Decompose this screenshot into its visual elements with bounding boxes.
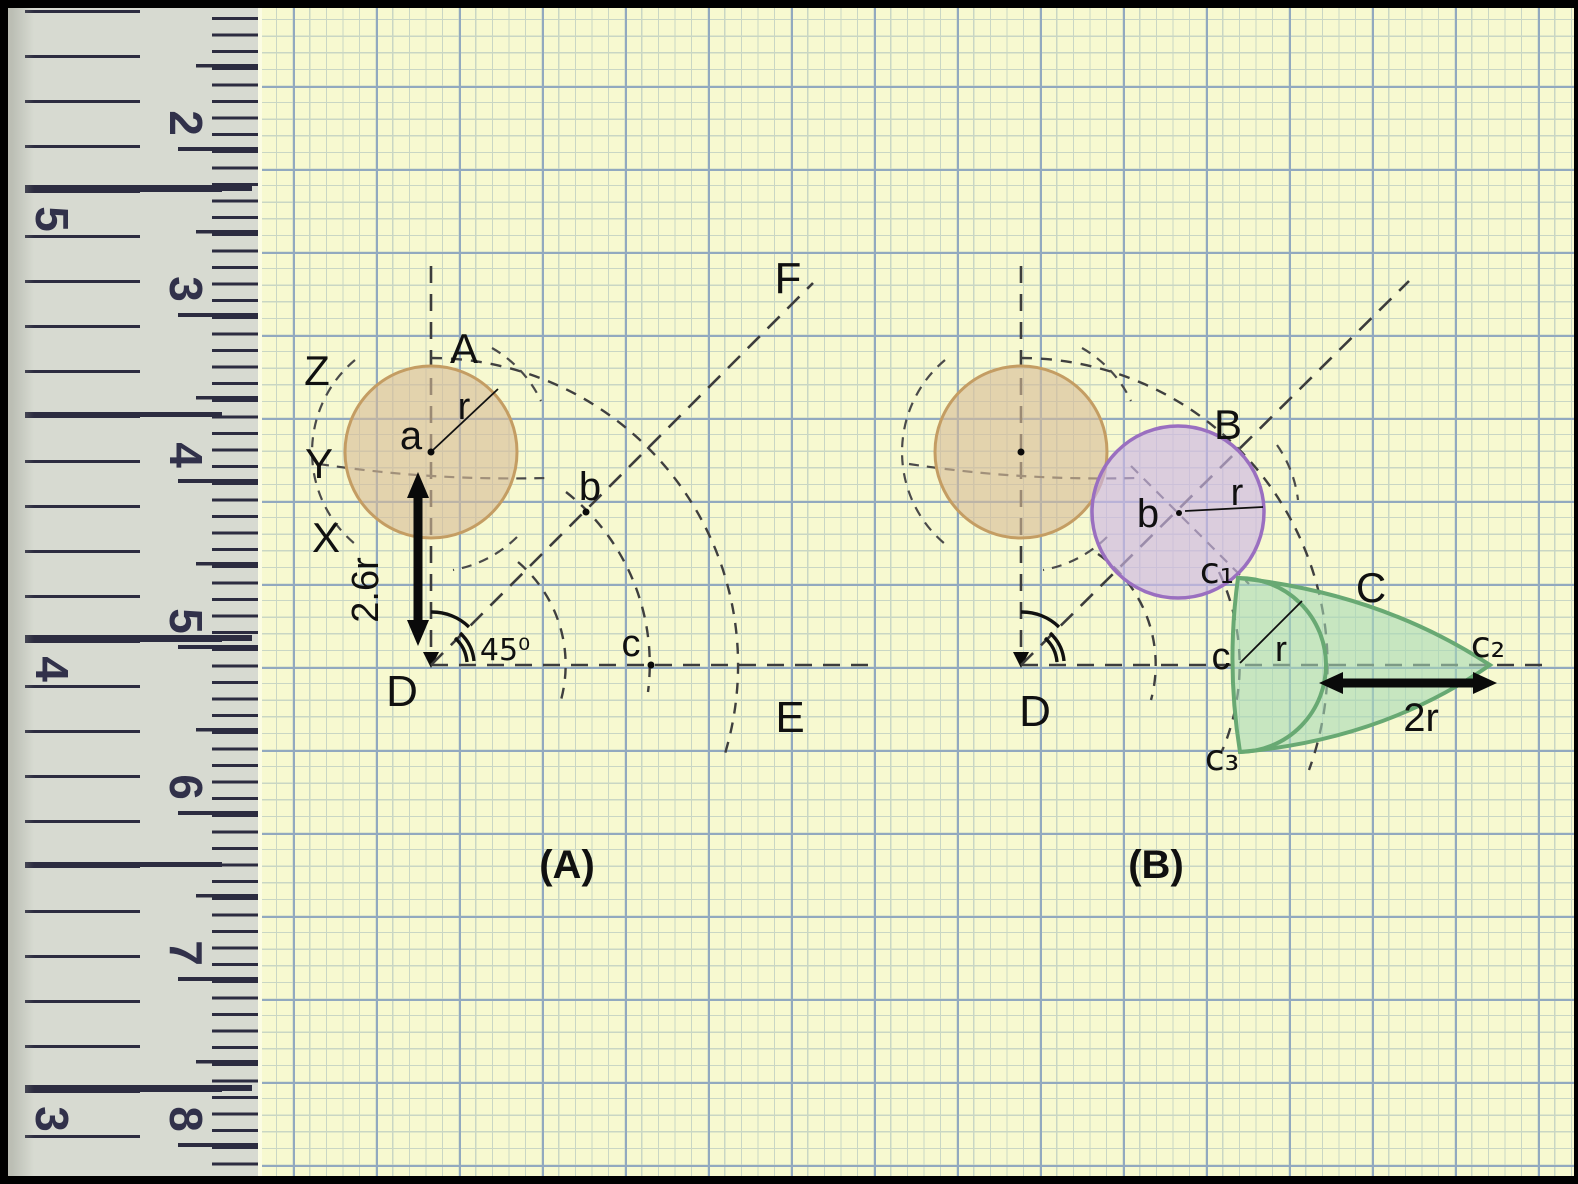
caption-a: (A) xyxy=(539,843,595,887)
arrowhead-26r-top xyxy=(407,472,429,498)
arc-zyx-bottomright-a xyxy=(452,536,518,572)
label-point-c1: c₁ xyxy=(1200,551,1234,592)
down-arrowhead-d-a xyxy=(423,652,439,668)
angle-arc-double2-b xyxy=(1043,636,1059,663)
center-dot-b xyxy=(1176,510,1182,516)
radius-line-a xyxy=(432,388,499,451)
label-radius-green: r xyxy=(1275,628,1287,669)
line-45deg-b xyxy=(1020,280,1410,666)
angle-arc-double1-b xyxy=(1048,631,1066,662)
label-point-b-a: b xyxy=(579,465,601,509)
arc-left-tan-b xyxy=(901,359,946,545)
diagram-a: A Z Y X a r b c D E F 45⁰ 2.6r (A) xyxy=(304,254,877,887)
label-dimension-26r: 2.6r xyxy=(345,557,387,623)
label-point-c-b: c xyxy=(1212,636,1231,678)
arc-zyx-topright-a xyxy=(491,347,542,402)
down-arrowhead-d-b xyxy=(1013,652,1029,668)
label-point-D-a: D xyxy=(386,667,418,716)
point-dot-c-a xyxy=(647,661,655,669)
arc-right-of-circle-b xyxy=(1276,444,1300,501)
label-dimension-2r: 2r xyxy=(1403,696,1439,740)
label-center-b: b xyxy=(1137,492,1159,536)
label-center-a: a xyxy=(400,414,423,458)
arrowhead-2r-left xyxy=(1319,672,1343,694)
label-point-c-a: c xyxy=(622,623,641,665)
label-radius-purple: r xyxy=(1231,472,1244,514)
inner-arc-green xyxy=(1237,575,1328,754)
radius-line-purple xyxy=(1184,506,1264,512)
label-point-A: A xyxy=(450,325,478,372)
construction-arc-bc-b xyxy=(1217,571,1241,752)
label-curve-C: C xyxy=(1356,564,1386,611)
label-point-c3: c₃ xyxy=(1205,738,1239,779)
label-point-D-b: D xyxy=(1019,687,1051,736)
center-dot-a xyxy=(427,448,435,456)
graph-paper xyxy=(258,8,1574,1176)
caption-b: (B) xyxy=(1128,843,1184,887)
point-dot-b-a xyxy=(582,508,590,516)
arrowhead-26r-bottom xyxy=(407,620,429,646)
label-point-F: F xyxy=(775,254,802,303)
shape-c-green-lens xyxy=(1230,575,1494,755)
radius-line-green xyxy=(1239,600,1303,664)
label-point-X: X xyxy=(312,514,340,561)
arc-zyx-left-a xyxy=(311,359,356,545)
label-circle-B: B xyxy=(1214,401,1242,448)
diagram-b: B b r C c₁ c c₂ c₃ r 2r D (B) xyxy=(901,266,1546,887)
center-dot-a2 xyxy=(1017,448,1025,456)
angle-arc-double1-a xyxy=(458,631,476,662)
line-45deg-df xyxy=(430,282,814,666)
label-point-c2: c₂ xyxy=(1471,625,1505,666)
ruler: 5 4 3 2 3 4 5 6 7 8 xyxy=(8,8,260,1176)
label-radius-r-a: r xyxy=(458,386,471,428)
label-point-E: E xyxy=(775,693,804,742)
construction-arc-large-a xyxy=(430,356,740,761)
label-point-Y: Y xyxy=(305,440,333,487)
angle-arc-double2-a xyxy=(453,636,469,663)
label-point-Z: Z xyxy=(304,347,330,394)
arc-topright-tan-b xyxy=(1081,347,1132,402)
angle-arc-outer-a xyxy=(430,610,471,629)
arrowhead-2r-right xyxy=(1473,672,1497,694)
angle-arc-outer-b xyxy=(1020,610,1061,629)
construction-arc-small-a xyxy=(517,561,567,701)
label-angle-45: 45⁰ xyxy=(480,633,530,668)
